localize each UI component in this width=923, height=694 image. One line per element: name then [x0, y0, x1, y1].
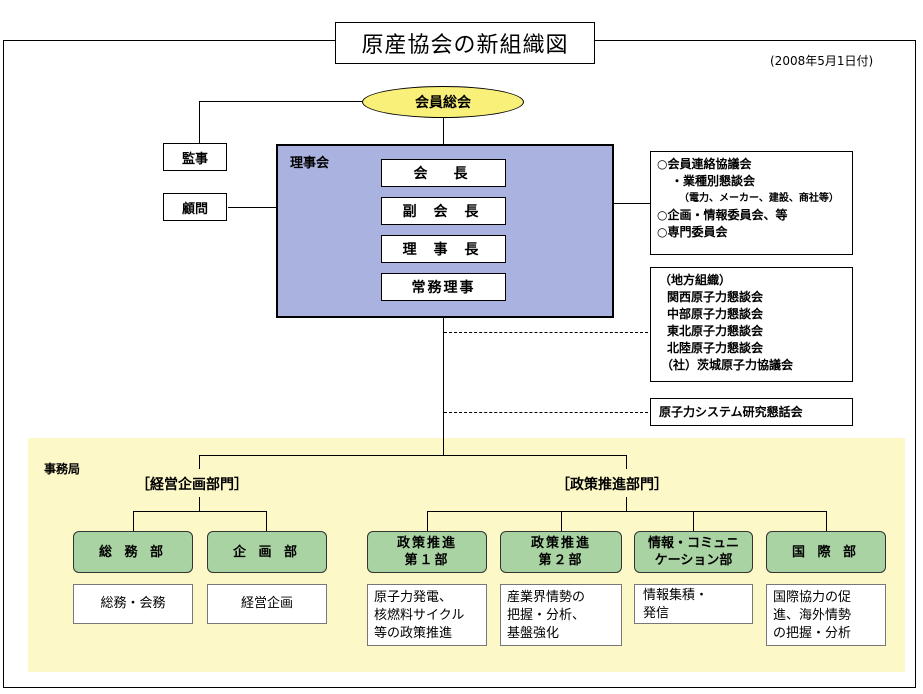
regional-box: （地方組織） 関西原子力懇談会 中部原子力懇談会 東北原子力懇談会 北陸原子力懇…	[650, 267, 853, 382]
dashed-connector	[444, 332, 648, 333]
desc-line: の把握・分析	[773, 626, 852, 641]
dept-general-affairs: 総 務 部	[73, 531, 193, 573]
connector	[199, 455, 200, 469]
connector	[427, 511, 827, 512]
desc-line: 基盤強化	[507, 626, 560, 641]
councils-line: ・業種別懇談会	[671, 174, 756, 188]
connector	[133, 511, 134, 531]
desc-line: 総務・会務	[100, 596, 166, 611]
regional-line: 中部原子力懇談会	[667, 307, 764, 321]
desc-line: 情報集積・	[643, 588, 709, 603]
desc-line: 産業界情勢の	[507, 590, 586, 605]
dept-policy-2: 政策推進 第２部	[500, 531, 622, 573]
desc-policy-2: 産業界情勢の 把握・分析、 基盤強化	[500, 584, 622, 646]
desc-line: 核燃料サイクル	[374, 608, 465, 623]
auditor-box: 監事	[163, 143, 227, 171]
board-label: 理事会	[290, 156, 330, 171]
desc-line: 等の政策推進	[374, 626, 453, 641]
regional-line: （社）茨城原子力協議会	[661, 358, 794, 372]
councils-box: ○会員連絡協議会 ・業種別懇談会 （電力、メーカー、建設、商社等） ○企画・情報…	[650, 151, 853, 255]
policy-division-label: ［政策推進部門］	[556, 477, 668, 493]
connector	[443, 118, 444, 144]
desc-line: 経営企画	[240, 596, 293, 611]
date-label: (2008年5月1日付)	[770, 54, 874, 68]
connector	[693, 511, 694, 531]
research-box: 原子力システム研究懇話会	[650, 398, 853, 426]
councils-line: ○会員連絡協議会	[657, 157, 752, 171]
connector	[199, 497, 200, 511]
role-president: 理 事 長	[381, 235, 506, 263]
connector	[443, 318, 444, 455]
desc-general-affairs: 総務・会務	[73, 584, 193, 624]
page-title: 原産協会の新組織図	[335, 22, 595, 64]
councils-line: ○企画・情報委員会、等	[657, 208, 788, 222]
connector	[427, 511, 428, 531]
desc-line: 国際協力の促	[773, 590, 852, 605]
connector	[199, 455, 627, 456]
desc-international: 国際協力の促 進、海外情勢 の把握・分析	[766, 584, 886, 646]
desc-line: 進、海外情勢	[773, 608, 852, 623]
desc-line: 発信	[643, 606, 670, 621]
regional-line: （地方組織）	[659, 273, 732, 287]
role-vice-chairman: 副 会 長	[381, 197, 506, 225]
connector	[626, 497, 627, 511]
connector	[266, 511, 267, 531]
connector	[228, 207, 276, 208]
general-meeting: 会員総会	[362, 86, 524, 118]
dept-communications: 情報・コミュニ ケーション部	[634, 531, 753, 573]
connector	[199, 101, 362, 102]
connector	[826, 511, 827, 531]
connector	[561, 511, 562, 531]
connector	[614, 203, 650, 204]
dept-policy-1: 政策推進 第１部	[367, 531, 487, 573]
secretariat-label: 事務局	[44, 462, 81, 476]
management-division-label: ［経営企画部門］	[136, 477, 248, 493]
regional-line: 関西原子力懇談会	[667, 290, 764, 304]
desc-line: 原子力発電、	[374, 590, 453, 605]
desc-line: 把握・分析、	[507, 608, 586, 623]
connector	[626, 455, 627, 469]
councils-line: ○専門委員会	[657, 225, 728, 239]
desc-policy-1: 原子力発電、 核燃料サイクル 等の政策推進	[367, 584, 487, 646]
regional-line: 北陸原子力懇談会	[667, 341, 764, 355]
dept-planning: 企 画 部	[207, 531, 327, 573]
advisor-box: 顧問	[163, 193, 227, 221]
role-executive-director: 常務理事	[381, 273, 506, 301]
desc-planning: 経営企画	[207, 584, 327, 624]
dashed-connector	[444, 412, 648, 413]
connector	[133, 511, 267, 512]
role-chairman: 会 長	[381, 159, 506, 187]
councils-line: （電力、メーカー、建設、商社等）	[679, 193, 839, 204]
regional-line: 東北原子力懇談会	[667, 324, 764, 338]
desc-communications: 情報集積・ 発信	[634, 584, 753, 624]
connector	[199, 101, 200, 157]
dept-international: 国 際 部	[766, 531, 886, 573]
